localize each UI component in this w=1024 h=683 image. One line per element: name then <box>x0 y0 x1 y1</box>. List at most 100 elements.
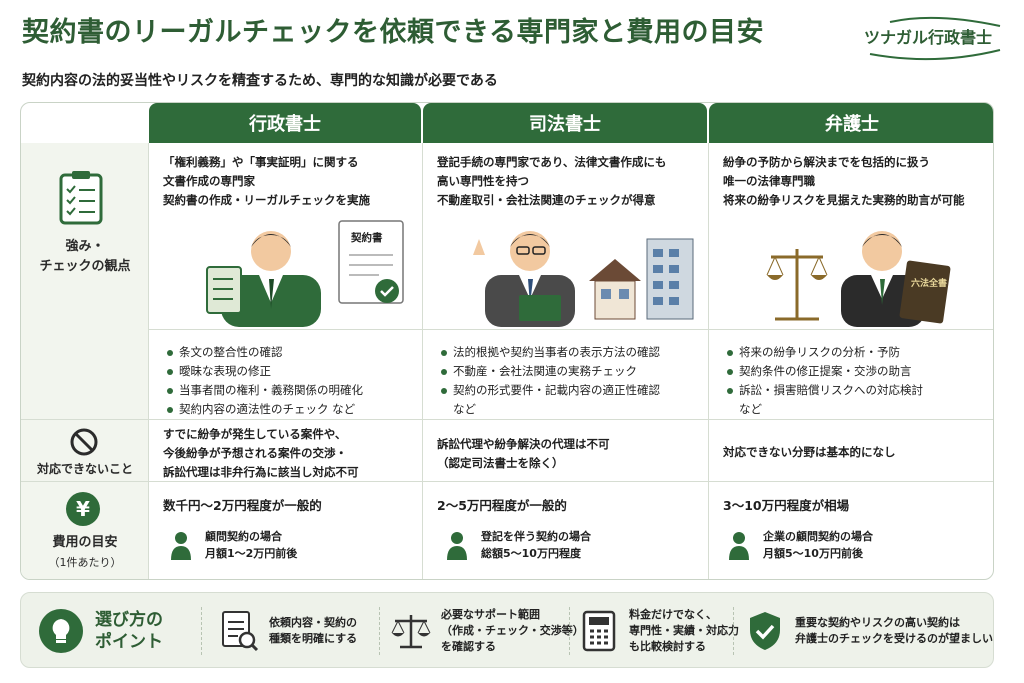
fee-detail-gyosei: 顧問契約の場合 月額1〜2万円前後 <box>169 523 297 567</box>
tip-text: 重要な契約やリスクの高い契約は 弁護士のチェックを受けるのが望ましい <box>795 615 993 647</box>
tip-line: 弁護士のチェックを受けるのが望ましい <box>795 632 993 645</box>
tips-title-line2: ポイント <box>95 632 163 652</box>
tip-item: 依頼内容・契約の 種類を明確にする <box>215 601 357 661</box>
strength-line: 「権利義務」や「事実証明」に関する <box>163 155 359 169</box>
column-header-gyosei: 行政書士 <box>149 103 421 143</box>
cannot-line: 訴訟代理は非弁行為に該当し対応不可 <box>163 465 359 479</box>
list-item: 訴訟・損害賠償リスクへの対応検討 <box>725 381 923 400</box>
fee-case: 企業の顧問契約の場合 <box>763 530 873 543</box>
fee-detail-text: 企業の顧問契約の場合 月額5〜10万円前後 <box>763 528 873 562</box>
page-title: 契約書のリーガルチェックを依頼できる専門家と費用の目安 <box>22 17 764 48</box>
fee-detail-shiho: 登記を伴う契約の場合 総額5〜10万円程度 <box>445 523 591 567</box>
tip-line: 必要なサポート範囲 <box>441 608 540 621</box>
divider <box>21 481 993 482</box>
fee-main-bengoshi: 3〜10万円程度が相場 <box>723 498 850 513</box>
divider <box>201 607 202 655</box>
fee-case: 登記を伴う契約の場合 <box>481 530 591 543</box>
tip-item: 料金だけでなく、 専門性・実績・対応力 も比較検討する <box>575 601 739 661</box>
bengoshi-illustration <box>761 215 961 331</box>
scales-icon <box>387 607 435 655</box>
row-label-fee-line2: （1件あたり） <box>48 556 122 569</box>
list-item: 法的根拠や契約当事者の表示方法の確認 <box>439 343 660 362</box>
divider <box>21 419 993 420</box>
divider <box>569 607 570 655</box>
tip-line: （作成・チェック・交渉等） <box>441 624 584 637</box>
strength-line: 将来の紛争リスクを見据えた実務的助言が可能 <box>723 193 965 207</box>
divider <box>149 329 993 330</box>
list-item: 契約の形式要件・記載内容の適正性確認 <box>439 381 660 400</box>
page-subtitle: 契約内容の法的妥当性やリスクを精査するため、専門的な知識が必要である <box>22 73 498 89</box>
strength-line: 不動産取引・会社法関連のチェックが得意 <box>437 193 656 207</box>
fee-amount: 総額5〜10万円程度 <box>481 547 581 560</box>
list-item: 契約条件の修正提案・交渉の助言 <box>725 362 923 381</box>
cannot-line: 対応できない分野は基本的になし <box>723 445 896 459</box>
cannot-bengoshi: 対応できない分野は基本的になし <box>723 443 896 462</box>
person-icon <box>171 532 191 560</box>
yen-icon: ¥ <box>65 491 101 531</box>
list-item: など <box>453 402 476 416</box>
fee-detail-text: 顧問契約の場合 月額1〜2万円前後 <box>205 528 297 562</box>
brand-name: ツナガル行政書士 <box>864 28 993 47</box>
cannot-shiho: 訴訟代理や紛争解決の代理は不可 （認定司法書士を除く） <box>437 435 610 473</box>
person-icon <box>729 532 749 560</box>
gyosei-illustration <box>199 215 409 331</box>
strength-line: 高い専門性を持つ <box>437 174 529 188</box>
list-item: 将来の紛争リスクの分析・予防 <box>725 343 923 362</box>
strength-line: 紛争の予防から解決までを包括的に扱う <box>723 155 930 169</box>
fee-main-shiho: 2〜5万円程度が一般的 <box>437 498 567 513</box>
contract-doc-label: 契約書 <box>351 232 383 244</box>
row-label-strengths-line1: 強み・ <box>65 239 105 254</box>
row-label-fee: 費用の目安 （1件あたり） <box>21 533 149 573</box>
tip-line: 重要な契約やリスクの高い契約は <box>795 616 960 629</box>
row-label-strengths: 強み・ チェックの観点 <box>21 237 149 277</box>
divider <box>733 607 734 655</box>
tips-title: 選び方の ポイント <box>95 609 163 653</box>
shield-check-icon <box>741 607 789 655</box>
brand-logo: ツナガル行政書士 <box>860 14 1010 62</box>
fee-main-gyosei: 数千円〜2万円程度が一般的 <box>163 498 322 513</box>
cannot-line: 今後紛争が予想される案件の交渉・ <box>163 446 347 460</box>
brand-swoosh-icon <box>869 16 1001 61</box>
strengths-bengoshi: 紛争の予防から解決までを包括的に扱う 唯一の法律専門職 将来の紛争リスクを見据え… <box>723 153 965 210</box>
calculator-icon <box>575 607 623 655</box>
row-label-cannot: 対応できないこと <box>36 462 133 476</box>
roppo-book-label: 六法全書 <box>911 279 948 289</box>
fee-case: 顧問契約の場合 <box>205 530 282 543</box>
tip-line: も比較検討する <box>629 640 706 653</box>
cannot-line: すでに紛争が発生している案件や、 <box>163 427 347 441</box>
tip-line: 種類を明確にする <box>269 632 358 645</box>
tips-title-line1: 選び方の <box>95 610 163 630</box>
fee-amount: 月額1〜2万円前後 <box>205 547 298 560</box>
lightbulb-icon <box>37 607 85 655</box>
tip-line: を確認する <box>441 640 496 653</box>
tip-item: 重要な契約やリスクの高い契約は 弁護士のチェックを受けるのが望ましい <box>741 601 993 661</box>
strengths-shiho: 登記手続の専門家であり、法律文書作成にも 高い専門性を持つ 不動産取引・会社法関… <box>437 153 666 210</box>
strength-line: 文書作成の専門家 <box>163 174 255 188</box>
tip-text: 必要なサポート範囲 （作成・チェック・交渉等） を確認する <box>441 607 584 655</box>
tip-text: 料金だけでなく、 専門性・実績・対応力 も比較検討する <box>629 607 739 655</box>
points-gyosei: 条文の整合性の確認 曖昧な表現の修正 当事者間の権利・義務関係の明確化 契約内容… <box>165 343 363 419</box>
list-item: 曖昧な表現の修正 <box>165 362 363 381</box>
points-bengoshi: 将来の紛争リスクの分析・予防 契約条件の修正提案・交渉の助言 訴訟・損害賠償リス… <box>725 343 923 419</box>
fee-detail-bengoshi: 企業の顧問契約の場合 月額5〜10万円前後 <box>727 523 873 567</box>
strength-line: 契約書の作成・リーガルチェックを実施 <box>163 193 370 207</box>
tip-line: 料金だけでなく、 <box>629 608 717 621</box>
strength-line: 登記手続の専門家であり、法律文書作成にも <box>437 155 667 169</box>
comparison-table: 行政書士 司法書士 弁護士 強み・ チェックの観点 「権利義務」や「事実証明」に… <box>20 102 994 580</box>
cannot-line: （認定司法書士を除く） <box>437 456 564 470</box>
divider <box>422 143 423 579</box>
fee-amount: 月額5〜10万円前後 <box>763 547 863 560</box>
column-header-bengoshi: 弁護士 <box>709 103 993 143</box>
cannot-gyosei: すでに紛争が発生している案件や、 今後紛争が予想される案件の交渉・ 訴訟代理は非… <box>163 425 359 482</box>
tips-heading: 選び方の ポイント <box>37 601 163 661</box>
tip-line: 専門性・実績・対応力 <box>629 624 739 637</box>
tip-line: 依頼内容・契約の <box>269 616 357 629</box>
list-item: 不動産・会社法関連の実務チェック <box>439 362 660 381</box>
column-header-shiho: 司法書士 <box>423 103 707 143</box>
document-search-icon <box>215 607 263 655</box>
svg-text:¥: ¥ <box>76 497 90 521</box>
list-item: 契約内容の適法性のチェック など <box>165 400 363 419</box>
clipboard-checklist-icon <box>57 169 109 231</box>
selection-tips: 選び方の ポイント 依頼内容・契約の 種類を明確にする <box>20 592 994 668</box>
